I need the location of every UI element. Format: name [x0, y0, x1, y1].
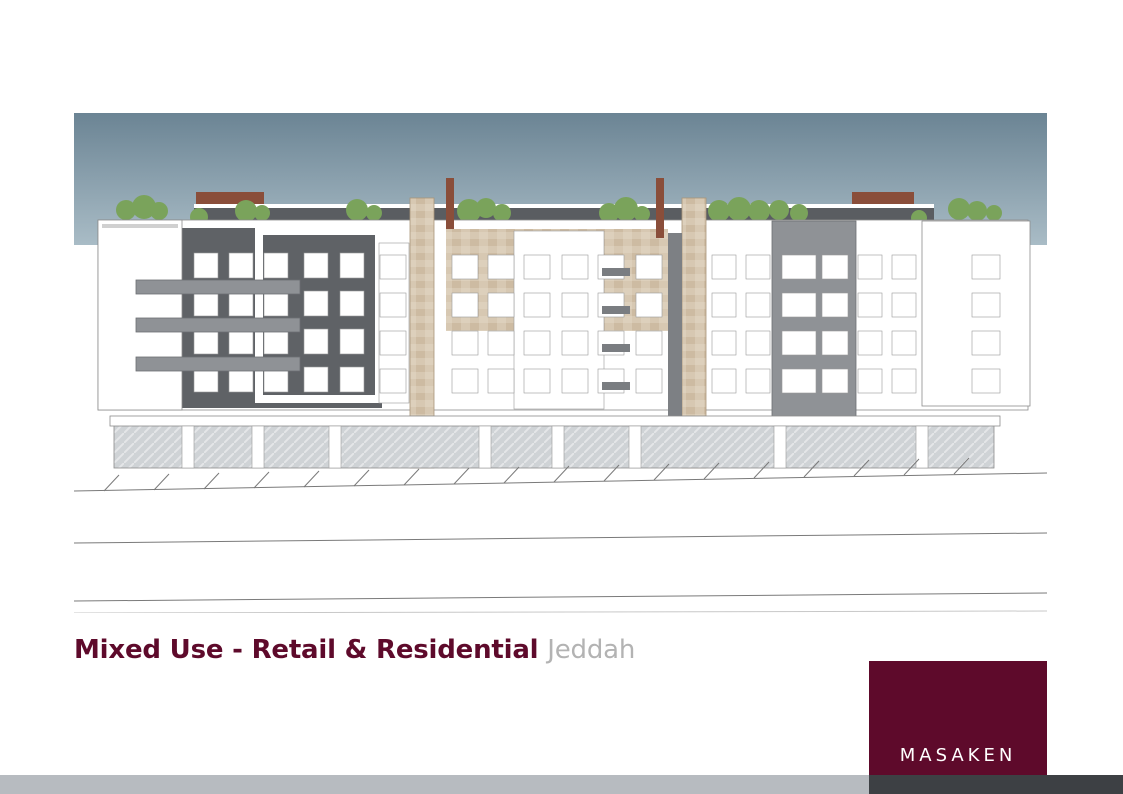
roof-trees	[116, 195, 1002, 226]
footer-bar-left	[0, 775, 869, 794]
brand-logo: MASAKEN	[899, 745, 1017, 766]
building-rendering	[73, 113, 1048, 614]
project-location: Jeddah	[547, 635, 636, 665]
brand-logo-box: MASAKEN	[869, 661, 1047, 776]
project-name: Mixed Use - Retail & Residential	[74, 635, 539, 665]
project-title: Mixed Use - Retail & Residential Jeddah	[74, 632, 635, 668]
footer-bar-right	[869, 775, 1123, 794]
